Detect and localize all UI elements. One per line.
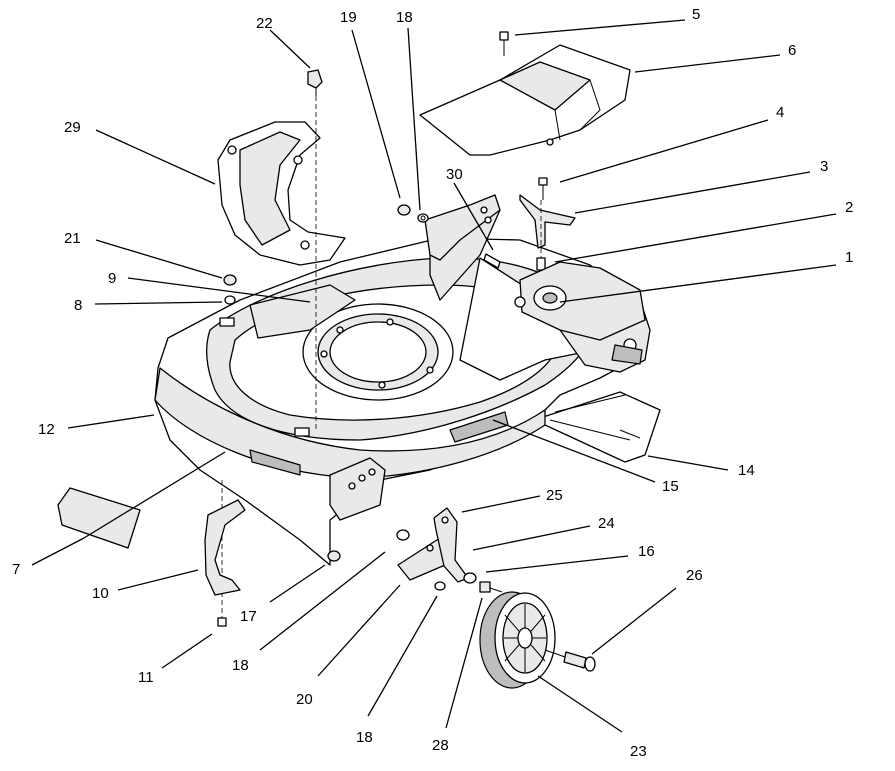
nut-21-part	[223, 274, 237, 305]
callout-14: 14	[738, 462, 755, 479]
callout-18c: 18	[356, 729, 373, 746]
callout-15: 15	[662, 478, 679, 495]
leader-18a	[407, 27, 421, 211]
screw-5-part	[499, 31, 509, 56]
callout-21: 21	[64, 230, 81, 247]
callout-18a: 18	[396, 9, 413, 26]
nut-17-part	[327, 550, 341, 562]
leader-17	[269, 564, 326, 603]
skid-10-part	[204, 480, 246, 627]
leader-14	[647, 455, 729, 471]
leader-24	[472, 525, 591, 551]
callout-19: 19	[340, 9, 357, 26]
callout-4: 4	[776, 104, 784, 121]
leader-20	[317, 584, 401, 677]
callout-17: 17	[240, 608, 257, 625]
washer-18b-part	[396, 529, 410, 541]
leader-6	[634, 54, 781, 73]
callout-9: 9	[108, 270, 116, 287]
leader-8	[94, 301, 223, 305]
lever-24-part	[433, 507, 469, 583]
callout-29: 29	[64, 119, 81, 136]
callout-28: 28	[432, 737, 449, 754]
leader-9	[127, 277, 311, 303]
callout-18b: 18	[232, 657, 249, 674]
wheel-23-part	[479, 591, 556, 689]
leader-10	[117, 569, 199, 591]
leader-4	[559, 119, 769, 183]
top-cover-part	[419, 44, 631, 156]
callout-20: 20	[296, 691, 313, 708]
bracket-3-part	[519, 177, 576, 271]
leader-1	[559, 264, 837, 303]
callout-22: 22	[256, 15, 273, 32]
callout-1: 1	[845, 249, 853, 266]
callout-11: 11	[138, 669, 154, 686]
leader-7	[31, 537, 85, 566]
callout-25: 25	[546, 487, 563, 504]
callout-3: 3	[820, 158, 828, 175]
leader-26	[591, 587, 677, 655]
rear-deflector-part	[539, 391, 661, 463]
leader-16	[485, 555, 629, 573]
leader-30	[453, 182, 494, 251]
leader-29	[95, 129, 216, 185]
callout-16: 16	[638, 543, 655, 560]
leader-28	[445, 597, 483, 729]
leader-18b	[259, 551, 386, 651]
leader-21	[95, 239, 223, 279]
callout-24: 24	[598, 515, 615, 532]
callout-8: 8	[74, 297, 82, 314]
leader-5	[514, 19, 686, 36]
leader-23	[537, 675, 623, 733]
callout-2: 2	[845, 199, 853, 216]
leader-19	[351, 29, 401, 199]
callout-numbers: 1 2 3 4 5 6 7 8 9 10 11 12 14 15 16 17 1…	[12, 6, 853, 760]
washer-18c-part	[434, 581, 446, 591]
callout-6: 6	[788, 42, 796, 59]
leader-7-ext	[83, 451, 226, 539]
leader-15	[492, 419, 656, 483]
axle-bolt-26-part	[544, 649, 596, 672]
nut-19-part	[397, 204, 429, 223]
leader-lines	[31, 19, 837, 733]
callout-5: 5	[692, 6, 700, 23]
gear-drive-1-part	[514, 261, 646, 341]
leader-25	[461, 495, 541, 513]
callout-26: 26	[686, 567, 703, 584]
chute-bracket-30-part	[424, 194, 501, 269]
grass-deflector-29-part	[217, 121, 346, 266]
leader-22	[269, 29, 311, 69]
side-plate-part	[249, 284, 356, 339]
leader-12	[67, 414, 155, 429]
leader-11	[161, 633, 213, 669]
bolt-28-part	[463, 572, 503, 593]
label-7-part	[57, 487, 141, 549]
callout-12: 12	[38, 421, 55, 438]
leader-18c	[367, 595, 438, 717]
knob-22-part	[307, 69, 323, 96]
leader-2	[554, 213, 837, 263]
leader-3	[574, 171, 811, 214]
callout-30: 30	[446, 166, 463, 183]
callout-10: 10	[92, 585, 109, 602]
callout-23: 23	[630, 743, 647, 760]
callout-7: 7	[12, 561, 20, 578]
